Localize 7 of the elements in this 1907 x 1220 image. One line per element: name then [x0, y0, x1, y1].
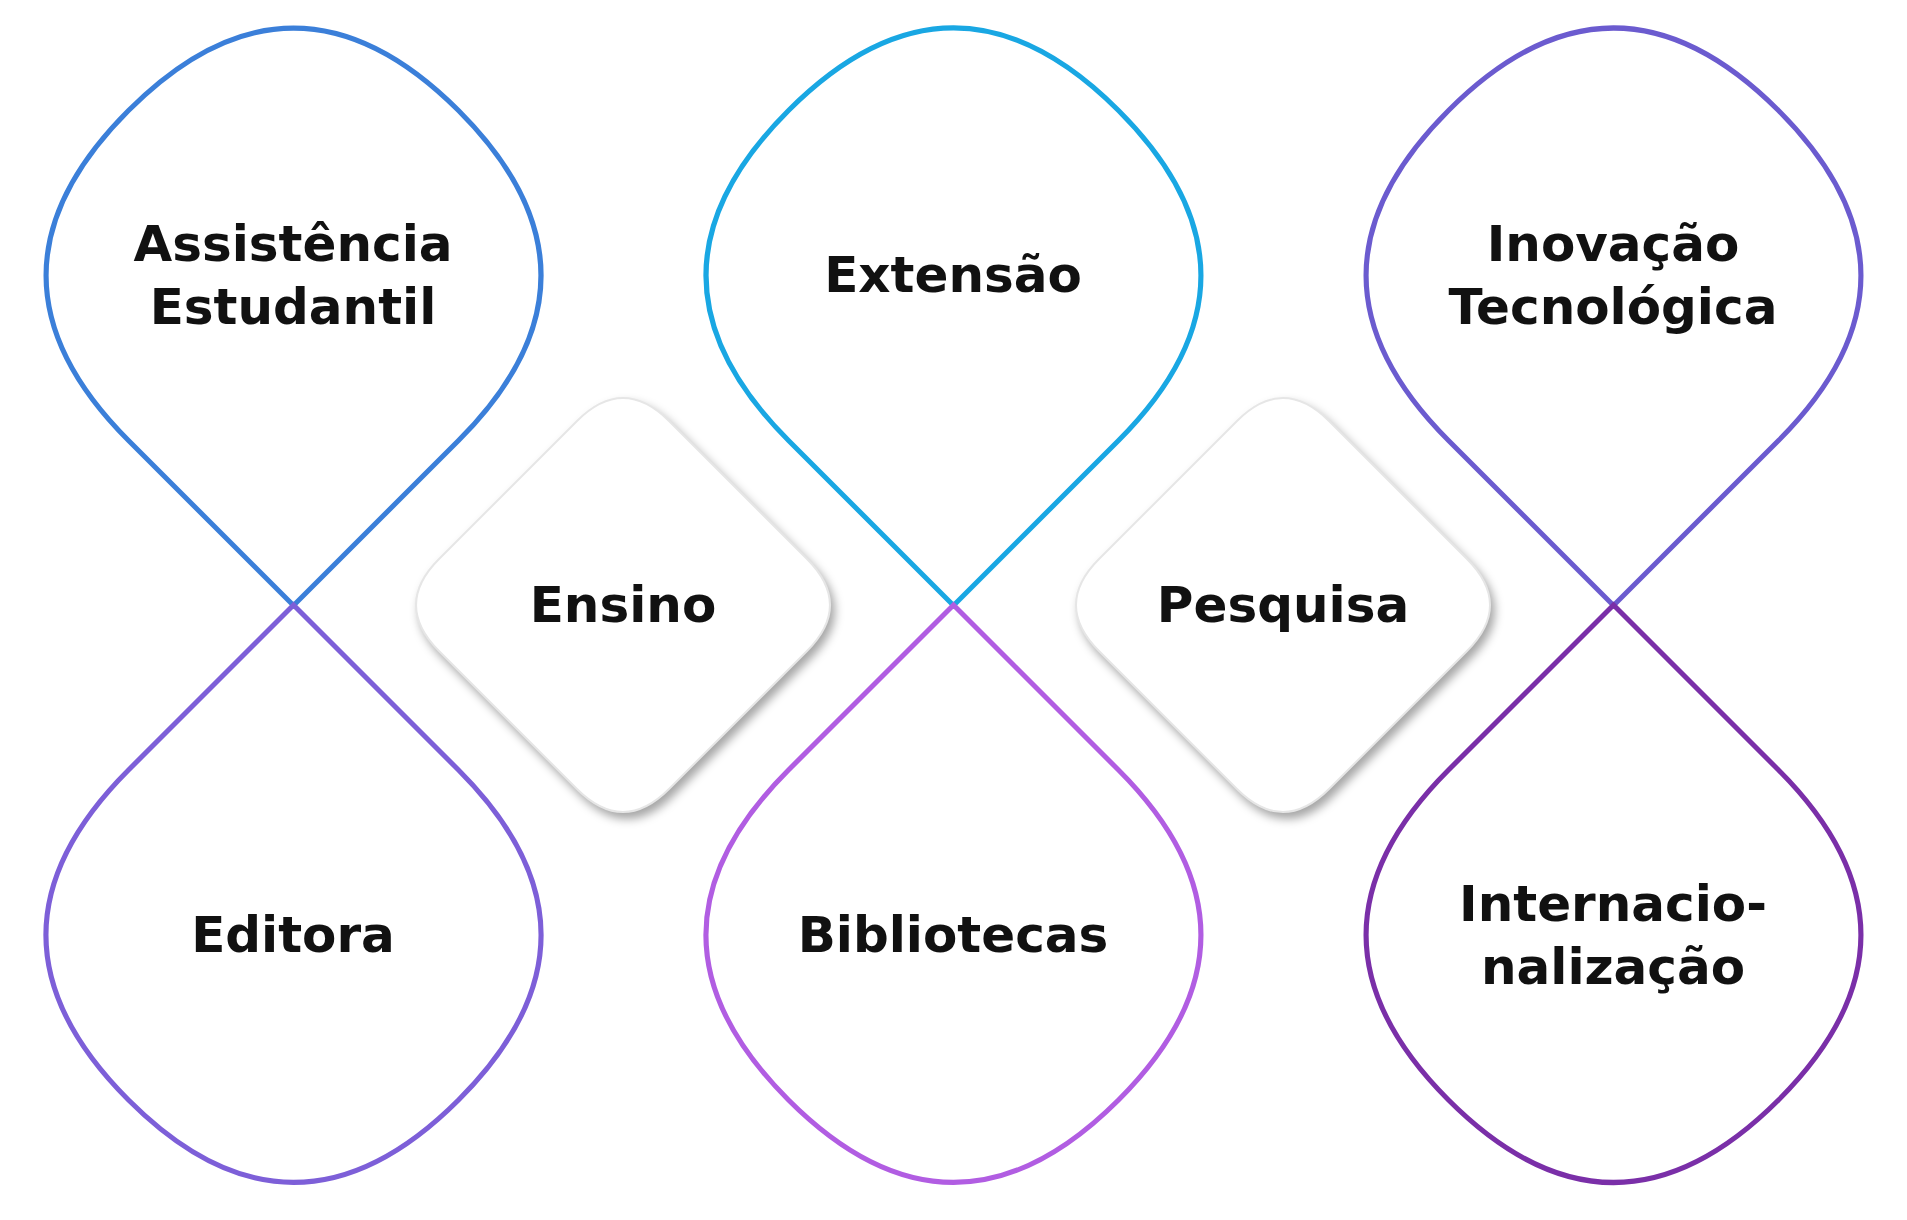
- category-label: Extensão: [823, 244, 1083, 306]
- category-label: Assistência Estudantil: [132, 213, 454, 337]
- rounded-diamond: [416, 398, 830, 812]
- rounded-diamond: [1076, 398, 1490, 812]
- category-label: Inovação Tecnológica: [1447, 213, 1779, 337]
- category-label: Pesquisa: [1155, 574, 1411, 636]
- category-label: Ensino: [528, 574, 718, 636]
